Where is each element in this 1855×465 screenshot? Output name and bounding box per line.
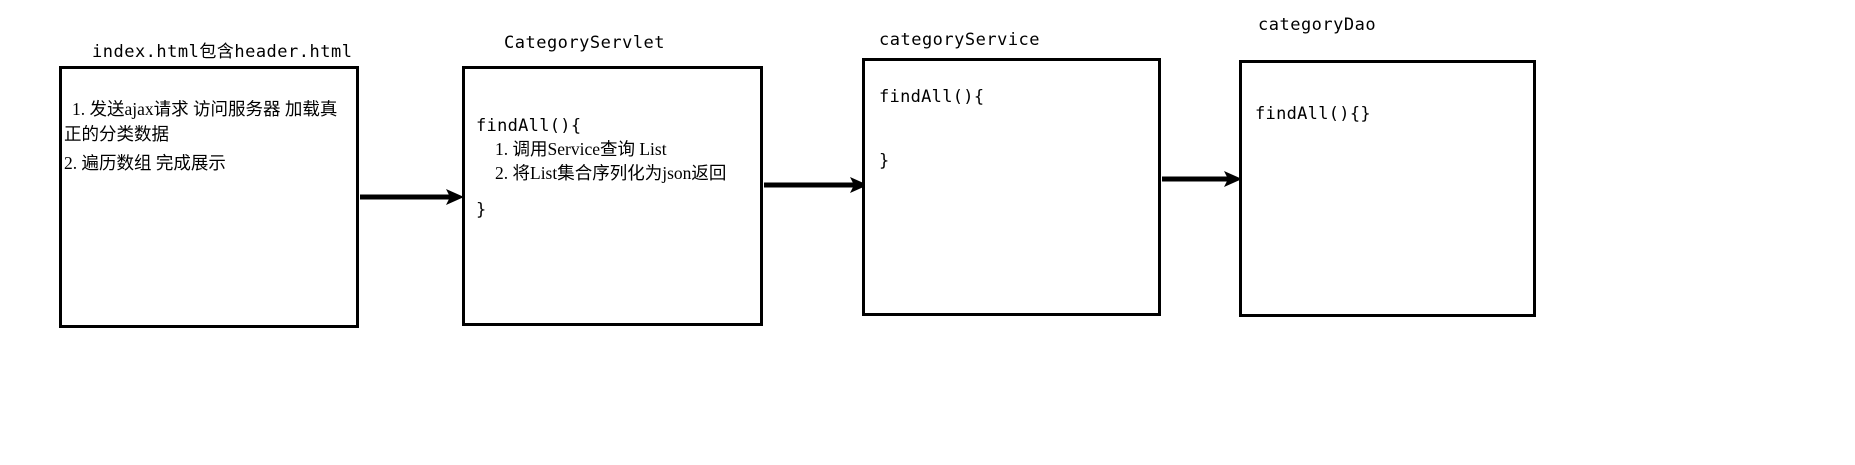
box-title-category-servlet: CategoryServlet <box>504 33 666 53</box>
node-line-category-servlet-3: } <box>476 200 487 220</box>
node-line-category-service-1: } <box>879 151 890 171</box>
node-box-category-dao[interactable]: findAll(){} <box>1239 60 1536 317</box>
arrow-index-to-servlet <box>360 189 464 205</box>
box-title-category-service: categoryService <box>879 30 1041 50</box>
node-box-index-html[interactable]: 1. 发送ajax请求 访问服务器 加载真 正的分类数据 2. 遍历数组 完成展… <box>59 66 359 328</box>
node-line-category-dao-0: findAll(){} <box>1255 104 1371 124</box>
node-body-category-servlet: findAll(){ 1. 调用Service查询 List 2. 将List集… <box>465 69 760 323</box>
node-line-text: 2. 遍历数组 完成展示 <box>64 153 226 173</box>
arrow-service-to-dao <box>1162 171 1242 187</box>
node-line-category-service-0: findAll(){ <box>879 87 985 107</box>
node-line-category-servlet-2: 2. 将List集合序列化为json返回 <box>495 163 727 183</box>
node-line-text: 1. 发送ajax请求 访问服务器 加载真 <box>72 99 338 119</box>
node-line-index-html-1: 正的分类数据 <box>64 122 349 147</box>
box-title-index-html: index.html包含header.html <box>92 42 353 62</box>
node-line-text: 正的分类数据 <box>64 124 169 144</box>
arrow-servlet-to-service <box>764 177 868 193</box>
node-line-category-servlet-0: findAll(){ <box>476 116 582 136</box>
node-body-index-html: 1. 发送ajax请求 访问服务器 加载真 正的分类数据 2. 遍历数组 完成展… <box>62 69 356 325</box>
node-line-index-html-0: 1. 发送ajax请求 访问服务器 加载真 <box>72 97 357 122</box>
node-body-category-dao: findAll(){} <box>1242 63 1533 314</box>
node-line-category-servlet-1: 1. 调用Service查询 List <box>495 139 667 159</box>
node-body-category-service: findAll(){ } <box>865 61 1158 313</box>
node-box-category-service[interactable]: findAll(){ } <box>862 58 1161 316</box>
node-line-index-html-2: 2. 遍历数组 完成展示 <box>64 151 349 176</box>
node-box-category-servlet[interactable]: findAll(){ 1. 调用Service查询 List 2. 将List集… <box>462 66 763 326</box>
box-title-category-dao: categoryDao <box>1258 15 1377 35</box>
